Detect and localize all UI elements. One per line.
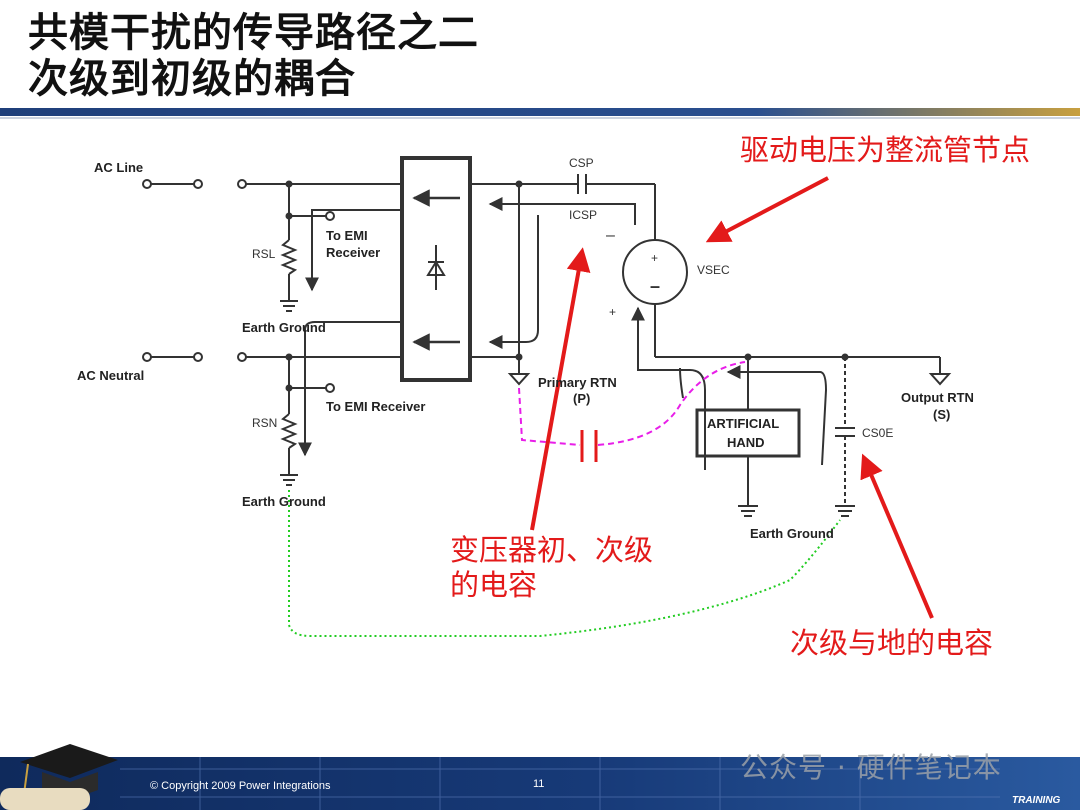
primary-secondary-coupling-path: [518, 387, 581, 446]
label-output-rtn-s: (S): [933, 407, 950, 422]
page-number: 11: [533, 778, 545, 790]
slide-title: 共模干扰的传导路径之二 次级到初级的耦合: [28, 10, 479, 102]
label-hand: HAND: [727, 435, 765, 450]
annotation-secondary-ground-cap: 次级与地的电容: [790, 626, 994, 660]
label-to-emi-top-2: Receiver: [326, 245, 380, 260]
circuit-labels: AC Line AC Neutral To EMI Receiver To EM…: [77, 160, 974, 541]
label-csp: CSP: [569, 156, 594, 170]
arrow-to-vsec: [705, 176, 829, 243]
label-earth-ground-top: Earth Ground: [242, 320, 326, 335]
circuit-wires: [142, 156, 952, 517]
annotation-transformer-cap-1: 变压器初、次级: [450, 533, 654, 567]
title-underline-bar: [0, 108, 1080, 116]
component-labels: RSL RSN CSP ICSP VSEC CS0E + + – –: [252, 156, 893, 440]
label-vsec-minus: –: [650, 276, 660, 296]
label-to-emi-bottom: To EMI Receiver: [326, 399, 425, 414]
title-line-1: 共模干扰的传导路径之二: [28, 9, 479, 56]
annotation-drive-voltage: 驱动电压为整流管节点: [740, 133, 1031, 167]
label-primary-rtn: Primary RTN: [538, 375, 617, 390]
title-line-2: 次级到初级的耦合: [28, 55, 356, 102]
label-artificial: ARTIFICIAL: [707, 416, 779, 431]
label-plus-lower: +: [609, 305, 616, 319]
arrow-to-cs0e: [860, 453, 934, 619]
label-minus-upper: –: [606, 227, 615, 244]
label-vsec: VSEC: [697, 263, 730, 277]
label-ac-line: AC Line: [94, 160, 143, 175]
graduation-cap-logo: [0, 744, 118, 810]
footer-bar: [0, 757, 1080, 810]
label-ac-neutral: AC Neutral: [77, 368, 144, 383]
arrow-to-icsp: [530, 247, 591, 531]
label-rsl: RSL: [252, 247, 276, 261]
junction-dots: [285, 180, 849, 392]
label-output-rtn: Output RTN: [901, 390, 974, 405]
label-rsn: RSN: [252, 416, 277, 430]
copyright-text: © Copyright 2009 Power Integrations: [150, 780, 331, 792]
label-earth-ground-right: Earth Ground: [750, 526, 834, 541]
label-to-emi-top-1: To EMI: [326, 228, 368, 243]
training-logo-text: TRAINING: [1012, 795, 1061, 806]
label-vsec-plus: +: [651, 251, 658, 265]
annotation-transformer-cap-2: 的电容: [450, 568, 538, 602]
footer-circuit-pattern: [120, 757, 1000, 810]
watermark: 公众号 · 硬件笔记本: [740, 751, 1002, 784]
label-earth-ground-mid: Earth Ground: [242, 494, 326, 509]
label-primary-rtn-p: (P): [573, 391, 590, 406]
label-cs0e: CS0E: [862, 426, 893, 440]
label-icsp: ICSP: [569, 208, 597, 222]
title-underline-thin: [0, 117, 1080, 119]
